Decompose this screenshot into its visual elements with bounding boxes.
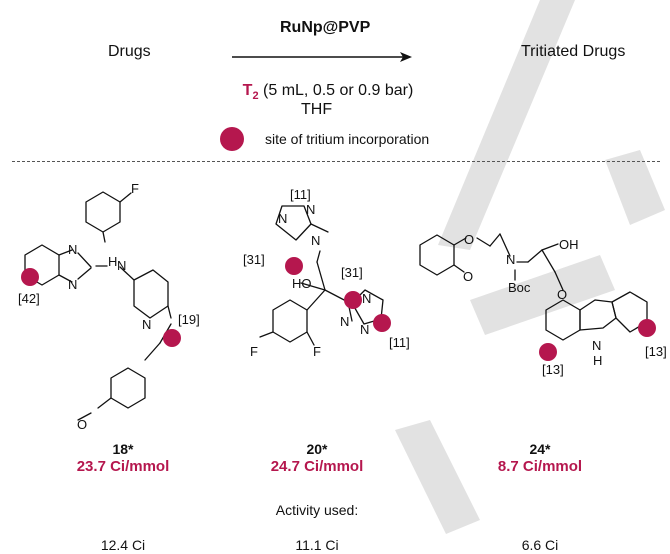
tritium-site-20b	[344, 291, 362, 309]
atom-n2-20: N	[306, 202, 315, 217]
compound-id-20: 20*	[306, 441, 328, 457]
atom-n4-20: N	[362, 291, 371, 306]
atom-n4-18: N	[142, 317, 151, 332]
site-number-20c: [31]	[341, 265, 363, 280]
atom-n5-20: N	[340, 314, 349, 329]
atom-h-24: H	[593, 353, 602, 368]
structure-24	[419, 233, 648, 341]
tritium-site-24b	[638, 319, 656, 337]
compound-id-24: 24*	[529, 441, 551, 457]
site-number-20d: [11]	[389, 335, 410, 350]
t2-subscript: 2	[252, 90, 259, 103]
compound-id-18: 18*	[112, 441, 134, 457]
site-number-20b: [31]	[243, 252, 265, 267]
activity-used-20: 11.1 Ci	[295, 537, 339, 553]
atom-n-24: N	[506, 252, 515, 267]
atom-f-18: F	[131, 181, 139, 196]
product-label: Tritiated Drugs	[521, 43, 626, 60]
reactant-label: Drugs	[108, 43, 151, 60]
site-number-18b: [19]	[178, 312, 200, 327]
watermark-stroke-4	[605, 150, 665, 225]
atom-oh-24: OH	[559, 237, 579, 252]
activity-used-18: 12.4 Ci	[100, 537, 146, 553]
activity-used-header: Activity used:	[275, 502, 359, 518]
structure-18	[24, 191, 172, 421]
solvent-label: THF	[301, 101, 333, 118]
atom-o3-24: O	[557, 287, 567, 302]
atom-n1-18: N	[68, 242, 77, 257]
tritium-site-18b	[163, 329, 181, 347]
atom-n2-24: N	[592, 338, 601, 353]
atom-n1-20: N	[278, 211, 287, 226]
atom-ho-20: HO	[292, 276, 312, 291]
site-number-24a: [13]	[542, 362, 564, 377]
watermark-stroke-1	[438, 0, 575, 250]
t2-symbol: T	[242, 82, 253, 99]
tritium-site-20a	[285, 257, 303, 275]
watermark-stroke-3	[470, 255, 615, 335]
atom-f2-20: F	[313, 344, 321, 359]
legend-marker	[220, 127, 244, 156]
compound-activity-20: 24.7 Ci/mmol	[270, 458, 364, 475]
compound-activity-18: 23.7 Ci/mmol	[76, 458, 170, 475]
atom-o2-24: O	[463, 269, 473, 284]
atom-f1-20: F	[250, 344, 258, 359]
t2-detail: (5 mL, 0.5 or 0.9 bar)	[258, 82, 414, 99]
tritium-site-20c	[373, 314, 391, 332]
watermark-stroke-2	[395, 420, 480, 534]
site-number-24b: [13]	[645, 344, 667, 359]
atom-n3-18: N	[117, 258, 126, 273]
t2-conditions: T2 (5 mL, 0.5 or 0.9 bar)	[228, 82, 428, 102]
atom-o-18: O	[77, 417, 87, 432]
site-number-18a: [42]	[18, 291, 40, 306]
tritium-site-24a	[539, 343, 557, 361]
atom-n3-20: N	[311, 233, 320, 248]
atom-o1-24: O	[464, 232, 474, 247]
site-number-20a: [11]	[290, 187, 311, 202]
atom-boc-24: Boc	[508, 280, 531, 295]
divider-line	[12, 161, 660, 162]
atom-n6-20: N	[360, 322, 369, 337]
legend-text: site of tritium incorporation	[265, 131, 430, 147]
atom-n2-18: N	[68, 277, 77, 292]
catalyst-label: RuNp@PVP	[280, 19, 371, 36]
atom-h-18: H	[108, 254, 117, 269]
compound-activity-24: 8.7 Ci/mmol	[497, 458, 583, 475]
tritium-site-18a	[21, 268, 39, 286]
reaction-arrow	[232, 52, 412, 62]
activity-used-24: 6.6 Ci	[521, 537, 559, 553]
